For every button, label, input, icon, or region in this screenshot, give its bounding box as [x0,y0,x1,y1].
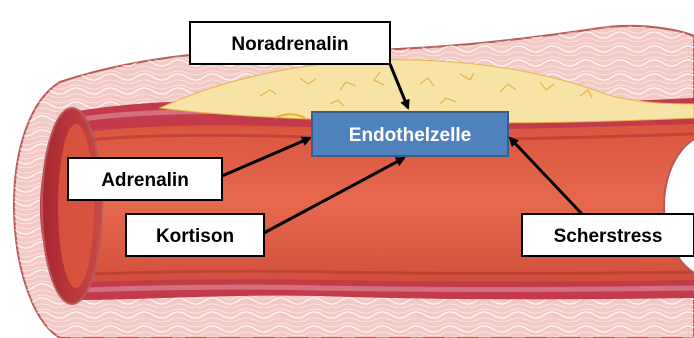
label-scherstress-text: Scherstress [554,226,663,247]
label-endothelzelle-text: Endothelzelle [349,125,471,146]
label-adrenalin-text: Adrenalin [101,170,189,191]
vessel-open-end [42,108,102,304]
label-endothelzelle: Endothelzelle [312,112,508,156]
label-kortison: Kortison [126,214,264,256]
label-kortison-text: Kortison [156,226,234,247]
label-noradrenalin-text: Noradrenalin [231,34,348,55]
label-scherstress: Scherstress [522,214,694,256]
label-noradrenalin: Noradrenalin [190,22,390,64]
label-adrenalin: Adrenalin [68,158,222,200]
